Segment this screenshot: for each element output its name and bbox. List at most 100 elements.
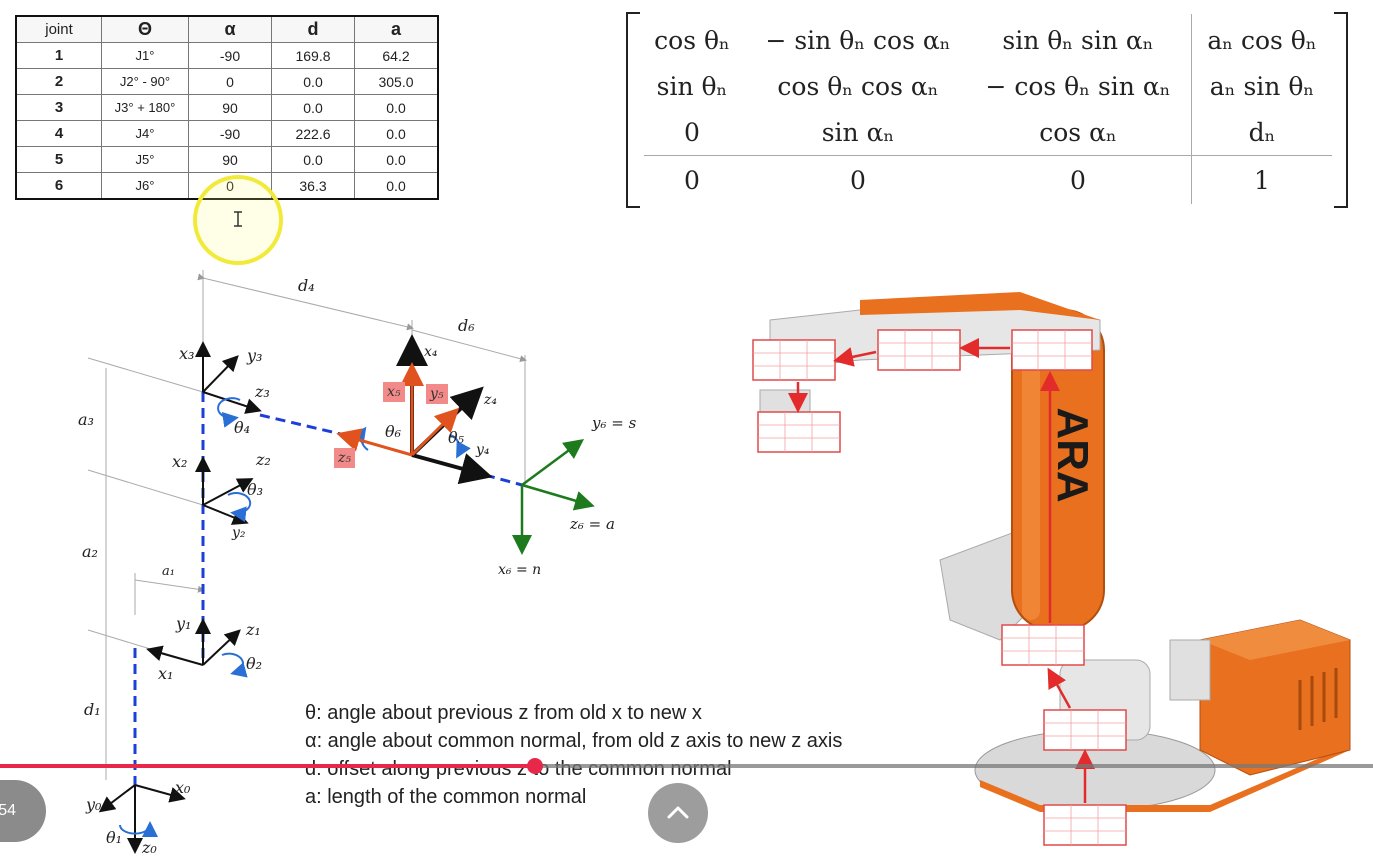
matrix-cell: cos θₙ xyxy=(654,26,730,55)
label-d4: d₄ xyxy=(298,276,315,295)
label-x4: x₄ xyxy=(424,344,438,360)
matrix-cell: 1 xyxy=(1254,166,1270,195)
cell-joint: 3 xyxy=(15,94,102,121)
tag-z5: z₅ xyxy=(334,448,355,468)
label-theta2: θ₂ xyxy=(246,654,263,673)
label-d1: d₁ xyxy=(84,700,101,719)
matrix-cell: cos αₙ xyxy=(1039,118,1117,147)
header-a: a xyxy=(354,15,439,43)
matrix-cell: 0 xyxy=(684,118,700,147)
label-x1: x₁ xyxy=(158,664,174,683)
cell-joint: 6 xyxy=(15,172,102,200)
cell-theta: J5° xyxy=(101,146,189,173)
label-x3: x₃ xyxy=(179,344,195,363)
table-row: 1 J1° -90 169.8 64.2 xyxy=(15,42,439,69)
matrix-cell: cos θₙ cos αₙ xyxy=(777,72,939,101)
cell-a: 0.0 xyxy=(354,120,439,147)
video-progress-bar[interactable] xyxy=(0,758,1373,774)
table-row: 3 J3° + 180° 90 0.0 0.0 xyxy=(15,94,439,121)
cell-alpha: -90 xyxy=(188,120,272,147)
label-a1: a₁ xyxy=(162,564,175,579)
matrix-column-divider xyxy=(1191,14,1192,204)
scrubber-handle[interactable] xyxy=(527,758,544,774)
label-x2: x₂ xyxy=(172,452,188,471)
transformation-matrix: cos θₙ − sin θₙ cos αₙ sin θₙ sin αₙ aₙ … xyxy=(626,12,1348,208)
cell-a: 0.0 xyxy=(354,146,439,173)
tag-x5: x₅ xyxy=(383,382,405,402)
header-d: d xyxy=(271,15,355,43)
tag-y5: y₅ xyxy=(426,384,448,404)
expand-controls-button[interactable] xyxy=(648,783,708,843)
matrix-cell: 0 xyxy=(850,166,866,195)
definition-a: a: length of the common normal xyxy=(305,786,587,808)
current-time: :54 xyxy=(0,802,16,819)
cell-theta: J3° + 180° xyxy=(101,94,189,121)
label-x6: x₆ = n xyxy=(498,562,542,578)
cell-d: 0.0 xyxy=(271,68,355,95)
cell-joint: 4 xyxy=(15,120,102,147)
cell-alpha: 0 xyxy=(188,68,272,95)
label-theta3: θ₃ xyxy=(247,480,264,499)
cell-d: 36.3 xyxy=(271,172,355,200)
label-y4: y₄ xyxy=(476,442,490,458)
label-theta5: θ₅ xyxy=(448,428,465,447)
matrix-row-divider xyxy=(644,155,1332,156)
label-a2: a₂ xyxy=(82,542,98,561)
definition-alpha: α: angle about common normal, from old z… xyxy=(305,730,843,752)
matrix-cell: 0 xyxy=(684,166,700,195)
cell-theta: J4° xyxy=(101,120,189,147)
robot-brand-logo: ARA xyxy=(1048,407,1097,502)
cell-alpha: 90 xyxy=(188,146,272,173)
table-row: 5 J5° 90 0.0 0.0 xyxy=(15,146,439,173)
definition-theta: θ: angle about previous z from old x to … xyxy=(305,702,702,724)
cell-joint: 2 xyxy=(15,68,102,95)
label-z2: z₂ xyxy=(256,450,271,469)
matrix-cell: dₙ xyxy=(1248,118,1276,147)
matrix-cell: aₙ cos θₙ xyxy=(1207,26,1317,55)
label-theta4: θ₄ xyxy=(234,418,251,437)
label-y6: y₆ = s xyxy=(592,414,637,432)
cell-alpha: 90 xyxy=(188,94,272,121)
matrix-right-bracket xyxy=(1334,12,1348,208)
cell-d: 222.6 xyxy=(271,120,355,147)
label-y1: y₁ xyxy=(176,614,192,633)
label-theta6: θ₆ xyxy=(385,422,402,441)
matrix-cell: sin θₙ xyxy=(656,72,728,101)
header-alpha: α xyxy=(188,15,272,43)
cell-a: 305.0 xyxy=(354,68,439,95)
cell-joint: 5 xyxy=(15,146,102,173)
matrix-cell: sin αₙ xyxy=(821,118,895,147)
kinematic-diagram xyxy=(87,270,595,854)
definition-d: d: offset along previous z to the common… xyxy=(305,758,732,780)
matrix-cell: 0 xyxy=(1070,166,1086,195)
header-joint: joint xyxy=(15,15,102,43)
label-y0: y₀ xyxy=(86,795,102,814)
label-z6: z₆ = a xyxy=(570,515,615,533)
robot-arm-illustration: ARA xyxy=(752,292,1351,846)
label-d6: d₆ xyxy=(458,316,475,335)
label-y3: y₃ xyxy=(247,346,263,365)
header-theta: Θ xyxy=(101,15,189,43)
matrix-cell: − sin θₙ cos αₙ xyxy=(765,26,951,55)
label-z3: z₃ xyxy=(255,382,270,401)
matrix-left-bracket xyxy=(626,12,640,208)
text-cursor-icon xyxy=(234,211,242,227)
cell-a: 0.0 xyxy=(354,94,439,121)
cell-theta: J2° - 90° xyxy=(101,68,189,95)
cell-d: 0.0 xyxy=(271,94,355,121)
label-a3: a₃ xyxy=(78,410,94,429)
frame-tables xyxy=(752,329,1127,846)
cell-d: 0.0 xyxy=(271,146,355,173)
cell-theta: J1° xyxy=(101,42,189,69)
label-x0: x₀ xyxy=(175,778,191,797)
label-z4: z₄ xyxy=(484,392,497,408)
label-z0: z₀ xyxy=(142,838,157,857)
table-row: 4 J4° -90 222.6 0.0 xyxy=(15,120,439,147)
cursor-highlight xyxy=(193,175,283,265)
chevron-up-icon xyxy=(667,806,689,819)
cell-a: 64.2 xyxy=(354,42,439,69)
matrix-cell: sin θₙ sin αₙ xyxy=(1002,26,1154,55)
matrix-cell: − cos θₙ sin αₙ xyxy=(985,72,1171,101)
label-y2: y₂ xyxy=(232,525,246,541)
table-header-row: joint Θ α d a xyxy=(15,15,439,43)
